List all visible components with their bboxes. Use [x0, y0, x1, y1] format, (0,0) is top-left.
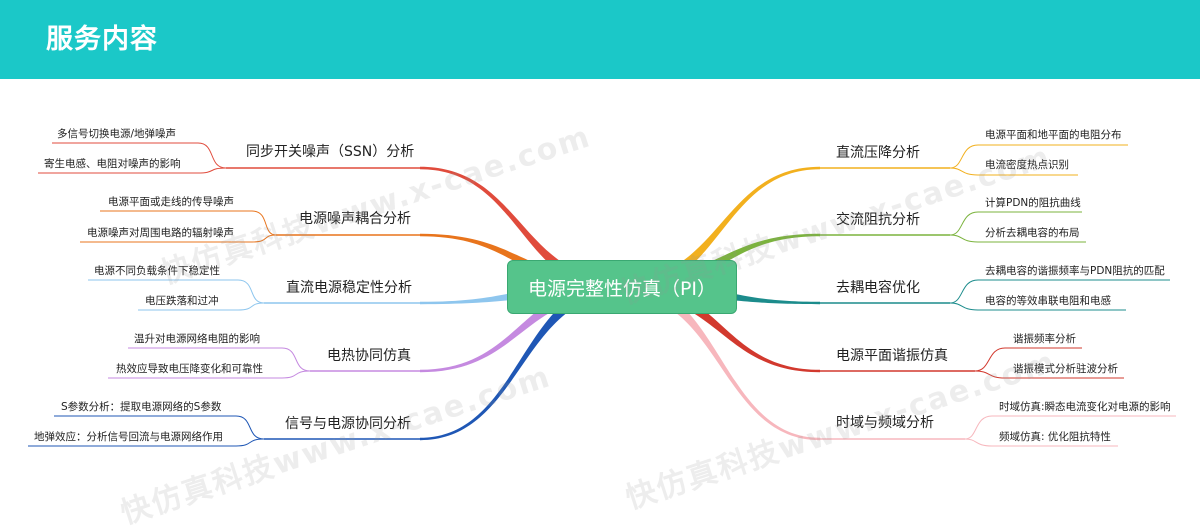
leaf-noise-coupling-1: 电源平面或走线的传导噪声: [108, 196, 234, 208]
leaf-time-freq-2: 频域仿真: 优化阻抗特性: [999, 431, 1111, 443]
leaf-connector: [281, 370, 311, 379]
leaf-connector: [974, 347, 1006, 372]
leaf-connector: [949, 144, 979, 169]
page-title: 服务内容: [46, 24, 158, 55]
branch-connector: [622, 166, 820, 294]
leaf-connector: [964, 415, 993, 440]
leaf-plane-resonance-1: 谐振频率分析: [1013, 333, 1076, 345]
leaf-dc-stability-1: 电源不同负载条件下稳定性: [94, 265, 220, 277]
leaf-connector: [949, 211, 979, 236]
leaf-noise-coupling-2: 电源噪声对周围电路的辐射噪声: [87, 227, 234, 239]
branch-noise-coupling-label[interactable]: 电源噪声耦合分析: [299, 211, 411, 227]
leaf-dc-drop-2: 电流密度热点识别: [985, 159, 1069, 171]
center-node[interactable]: 电源完整性仿真（PI）: [507, 260, 737, 314]
branch-ssn-label[interactable]: 同步开关噪声（SSN）分析: [246, 144, 415, 160]
leaf-connector: [237, 279, 265, 304]
leaf-connector: [235, 438, 265, 447]
center-node-label: 电源完整性仿真（PI）: [527, 277, 717, 300]
leaf-decap-1: 去耦电容的谐振频率与PDN阻抗的匹配: [985, 265, 1165, 277]
leaf-time-freq-1: 时域仿真:瞬态电流变化对电源的影响: [999, 401, 1171, 413]
leaf-signal-power-1: S参数分析：提取电源网络的S参数: [61, 401, 222, 413]
branch-dc-stability-label[interactable]: 直流电源稳定性分析: [286, 280, 412, 296]
leaf-connector: [197, 167, 227, 174]
leaf-connector: [235, 415, 265, 440]
branch-time-freq-label[interactable]: 时域与频域分析: [836, 415, 934, 431]
leaf-connector: [281, 347, 311, 372]
header-bar: 服务内容: [0, 0, 1200, 79]
leaf-electrothermal-1: 温升对电源网络电阻的影响: [134, 333, 260, 345]
leaf-connector: [949, 234, 979, 243]
branch-ac-impedance-label[interactable]: 交流阻抗分析: [836, 212, 920, 228]
leaf-connector: [949, 167, 979, 176]
leaf-connector: [251, 234, 277, 243]
branch-connector: [420, 280, 622, 373]
branch-decap-label[interactable]: 去耦电容优化: [836, 280, 920, 296]
leaf-connector: [964, 438, 993, 447]
branch-connector: [420, 166, 622, 294]
leaf-ac-impedance-1: 计算PDN的阻抗曲线: [985, 197, 1081, 209]
leaf-dc-drop-1: 电源平面和地平面的电阻分布: [985, 129, 1122, 141]
branch-connector: [420, 280, 622, 441]
branch-signal-power-label[interactable]: 信号与电源协同分析: [285, 416, 411, 432]
branch-connector: [622, 280, 820, 441]
leaf-dc-stability-2: 电压跌落和过冲: [145, 295, 219, 307]
branch-electrothermal-label[interactable]: 电热协同仿真: [327, 348, 411, 364]
branch-connector: [622, 280, 820, 373]
leaf-connector: [251, 210, 277, 236]
leaf-ssn-2: 寄生电感、电阻对噪声的影响: [44, 158, 181, 170]
leaf-decap-2: 电容的等效串联电阻和电感: [985, 295, 1111, 307]
leaf-signal-power-2: 地弹效应：分析信号回流与电源网络作用: [34, 431, 223, 443]
leaf-ac-impedance-2: 分析去耦电容的布局: [985, 227, 1080, 239]
leaf-connector: [949, 302, 979, 311]
leaf-ssn-1: 多信号切换电源/地弹噪声: [57, 128, 177, 140]
leaf-electrothermal-2: 热效应导致电压降变化和可靠性: [116, 363, 263, 375]
leaf-connector: [197, 142, 227, 169]
leaf-connector: [974, 370, 1006, 379]
leaf-plane-resonance-2: 谐振模式分析驻波分析: [1013, 363, 1118, 375]
branch-dc-drop-label[interactable]: 直流压降分析: [836, 145, 920, 161]
leaf-connector: [949, 279, 979, 304]
leaf-connector: [237, 302, 265, 311]
branch-plane-resonance-label[interactable]: 电源平面谐振仿真: [836, 348, 948, 364]
